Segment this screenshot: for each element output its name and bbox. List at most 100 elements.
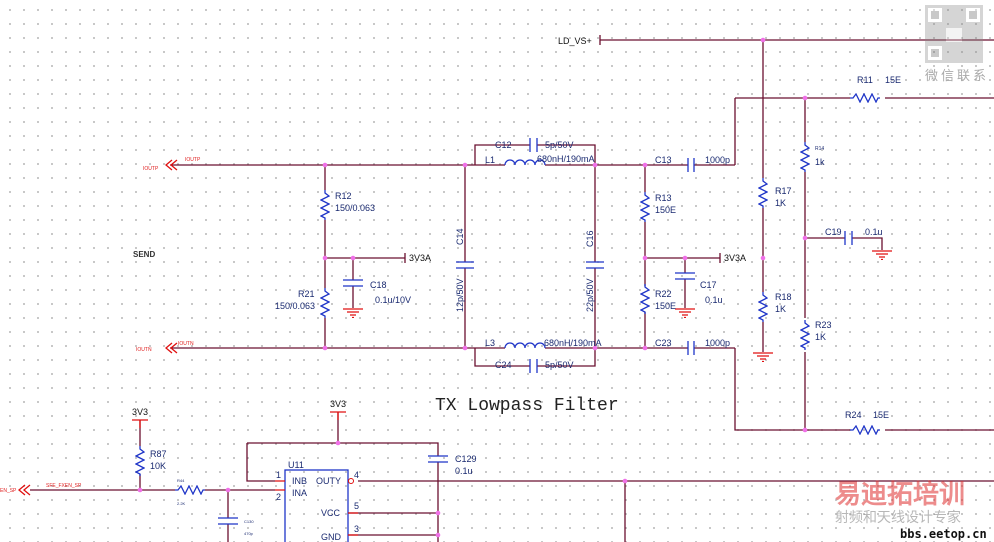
resistor-r23	[801, 320, 809, 350]
component-label: 10K	[150, 461, 166, 471]
resistor-r21	[321, 288, 329, 318]
component-label: 22p/50V	[585, 278, 595, 312]
component-label: 150E	[655, 301, 676, 311]
component-label: C18	[370, 280, 387, 290]
component-label: C17	[700, 280, 717, 290]
component-label: C12	[495, 140, 512, 150]
component-label: OUTY	[316, 476, 341, 486]
port-ioutn: IOUTN	[136, 347, 152, 353]
component-label: 5p/50V	[545, 360, 574, 370]
component-label: 1K	[775, 198, 786, 208]
component-label: R23	[815, 320, 832, 330]
component-label: 0.1u	[705, 295, 723, 305]
component-label: 1k	[815, 157, 825, 167]
component-label: R87	[150, 449, 167, 459]
component-label: R13	[655, 193, 672, 203]
send-label: SEND	[133, 250, 155, 259]
wires	[30, 39, 994, 542]
component-label: 1000p	[705, 338, 730, 348]
net-ld-vs: LD_VS+	[558, 36, 592, 46]
component-label: C23	[655, 338, 672, 348]
component-label: C19	[825, 227, 842, 237]
component-label: C130	[244, 519, 254, 524]
component-label: 0.1u/10V	[375, 295, 411, 305]
resistor-r17	[759, 178, 767, 208]
site-watermark: bbs.eetop.cn	[900, 527, 987, 541]
component-label: R12	[335, 191, 352, 201]
slogan-watermark: 射频和天线设计专家	[835, 509, 961, 525]
resistor-r44	[175, 486, 205, 494]
qr-code-watermark	[925, 5, 983, 63]
component-label: GND	[321, 532, 342, 542]
component-label: 2	[276, 492, 281, 502]
resistor-r18	[759, 292, 767, 322]
component-label: 680nH/190mA	[544, 338, 602, 348]
qr-caption: 微信联系	[925, 68, 989, 83]
component-label: 2.2K	[177, 501, 186, 506]
net-3v3: 3V3	[132, 407, 148, 417]
component-label: 3	[354, 524, 359, 534]
component-label: 470p	[244, 531, 254, 536]
net-3v3a: 3V3A	[724, 253, 746, 263]
resistor-r11	[850, 94, 880, 102]
section-title: TX Lowpass Filter	[435, 396, 619, 416]
component-label: INB	[292, 476, 307, 486]
component-label: C24	[495, 360, 512, 370]
component-label: R44	[177, 478, 185, 483]
component-label: C129	[455, 454, 477, 464]
logo-watermark: 易迪拓培训	[835, 479, 965, 509]
ground-icon	[872, 251, 892, 260]
component-label: 15E	[885, 75, 901, 85]
resistor-r14	[801, 142, 809, 172]
capacitors	[218, 138, 853, 525]
port-sfe: EN_SP	[0, 488, 17, 494]
component-label: INA	[292, 488, 307, 498]
component-label: 0.1u	[455, 466, 473, 476]
component-label: 12p/50V	[455, 278, 465, 312]
component-label: R11	[857, 75, 873, 85]
component-label: R21	[298, 289, 315, 299]
component-label: 1000p	[705, 155, 730, 165]
resistor-r22	[641, 284, 649, 314]
component-label: L1	[485, 155, 495, 165]
junctions	[137, 37, 808, 538]
component-label: 5	[354, 501, 359, 511]
ground-icon	[753, 353, 773, 362]
net-3v3: 3V3	[330, 399, 346, 409]
component-label: 15E	[873, 410, 889, 420]
resistor-r13	[641, 192, 649, 222]
component-label: 1	[276, 470, 281, 480]
component-label: C14	[455, 228, 465, 245]
ground-icon	[675, 309, 695, 318]
component-label: 680nH/190mA	[537, 154, 595, 164]
component-label: 0.1u	[865, 227, 883, 237]
resistor-r12	[321, 190, 329, 220]
component-label: R14	[815, 146, 824, 152]
port-ioutp: IOUTP	[143, 166, 159, 172]
component-label: U11	[288, 460, 304, 470]
component-label: 150E	[655, 205, 676, 215]
component-label: R18	[775, 292, 792, 302]
component-label: 4	[354, 470, 359, 480]
component-label: 150/0.063	[335, 203, 375, 213]
component-label: R24	[845, 410, 862, 420]
component-label: 1K	[775, 304, 786, 314]
resistor-r24	[850, 426, 880, 434]
component-label: R17	[775, 186, 792, 196]
inductors	[504, 159, 546, 349]
component-label: 5p/50V	[545, 140, 574, 150]
component-label: 1K	[815, 332, 826, 342]
net-ioutp: IOUTP	[185, 157, 201, 163]
resistor-r87	[136, 446, 144, 476]
component-label: VCC	[321, 508, 341, 518]
component-label: L3	[485, 338, 495, 348]
ground-icon	[343, 309, 363, 318]
net-sfe: SFE_FXEN_SP	[46, 483, 82, 489]
net-ioutn: IOUTN	[178, 341, 194, 347]
ic-u11	[284, 469, 349, 542]
component-label: 150/0.063	[275, 301, 315, 311]
component-label: R22	[655, 289, 672, 299]
component-label: C16	[585, 230, 595, 247]
component-label: C13	[655, 155, 672, 165]
